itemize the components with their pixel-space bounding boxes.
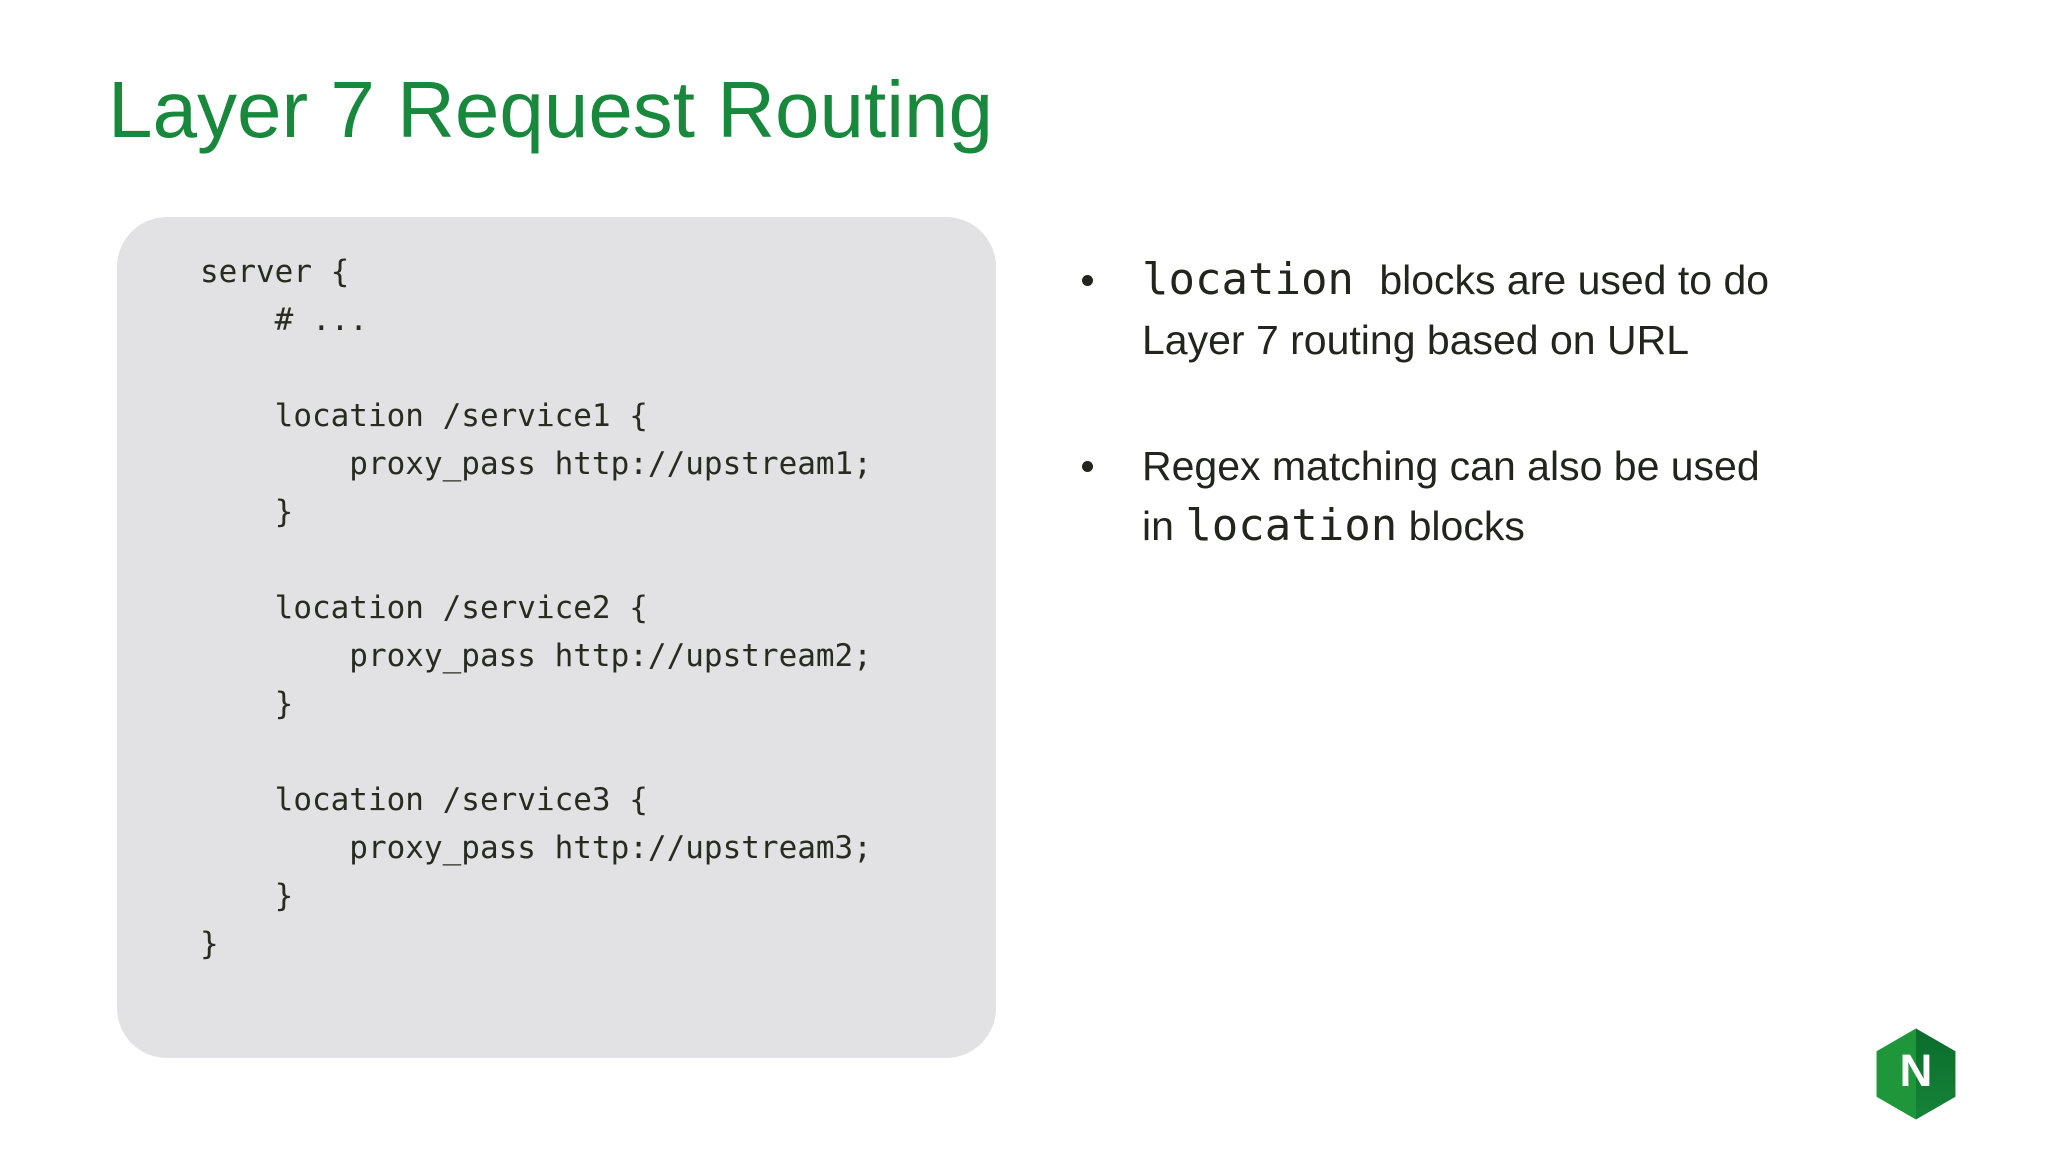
bullet-text: Regex matching can also be used [1142, 443, 1760, 489]
bullet-line: in location blocks [1142, 496, 1950, 556]
bullet-line: Regex matching can also be used [1142, 436, 1950, 496]
code-panel: server { # ... location /service1 { prox… [117, 217, 996, 1058]
bullet-text: blocks [1397, 503, 1525, 549]
slide-title: Layer 7 Request Routing [108, 65, 993, 154]
bullet-item: location blocks are used to do Layer 7 r… [1070, 250, 1950, 370]
bullet-icon [1082, 275, 1093, 286]
logo-letter-n: N [1900, 1045, 1933, 1096]
inline-code: location [1142, 254, 1354, 305]
bullet-line: location blocks are used to do [1142, 250, 1950, 310]
bullet-list: location blocks are used to do Layer 7 r… [1070, 250, 1950, 556]
nginx-logo: N [1876, 1028, 1956, 1120]
nginx-config-code: server { # ... location /service1 { prox… [200, 254, 872, 962]
bullet-text: in [1142, 503, 1186, 549]
bullet-text: Layer 7 routing based on URL [1142, 317, 1690, 363]
inline-code: location [1185, 500, 1398, 551]
logo-hexagon-left [1876, 1028, 1916, 1120]
bullet-icon [1082, 461, 1093, 472]
bullet-text: blocks are used to do [1367, 257, 1770, 303]
bullet-line: Layer 7 routing based on URL [1142, 310, 1950, 370]
logo-hexagon-right [1916, 1028, 1956, 1120]
bullet-item: Regex matching can also be used in locat… [1070, 436, 1950, 556]
